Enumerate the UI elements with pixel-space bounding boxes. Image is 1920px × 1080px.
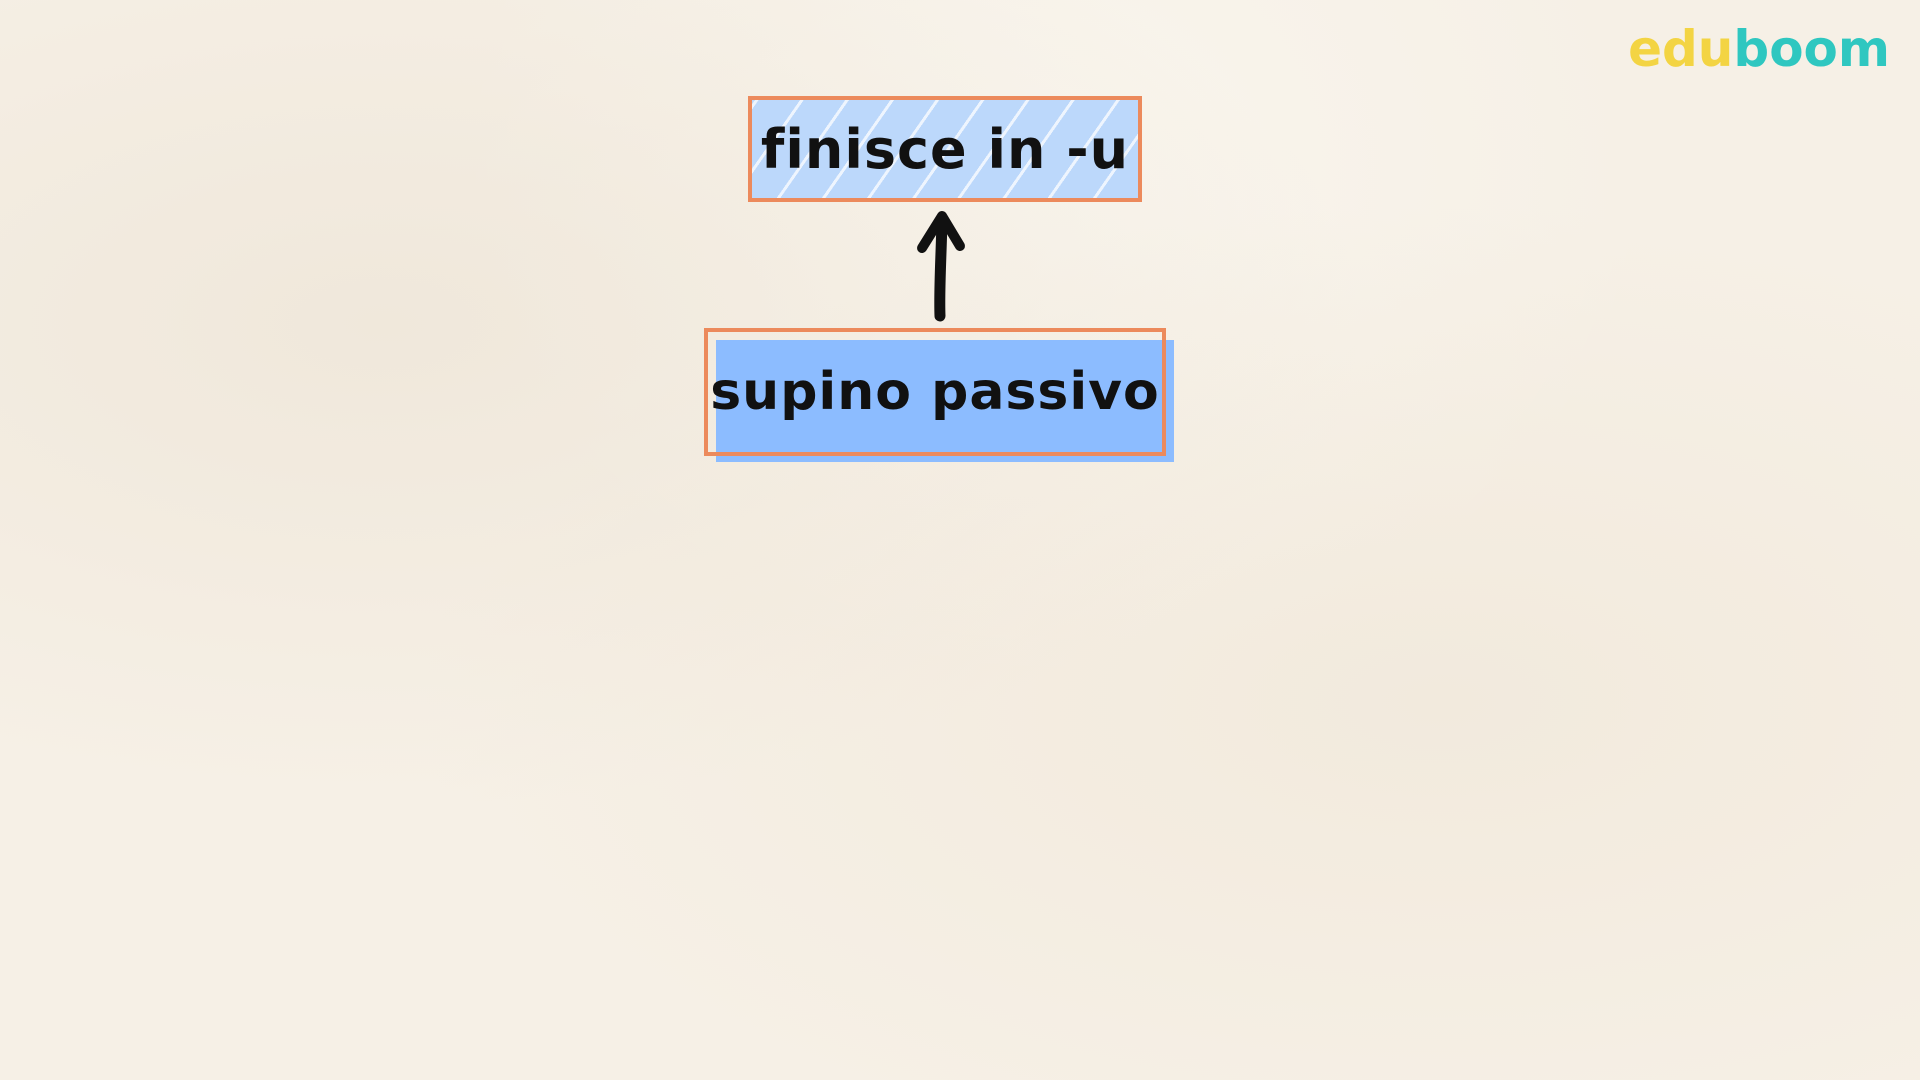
bottom-box-label: supino passivo (710, 362, 1160, 422)
top-box: finisce in -u (748, 96, 1142, 202)
logo-boom-text: boom (1733, 20, 1890, 78)
up-arrow-icon (917, 211, 965, 322)
logo-edu-text: edu (1628, 20, 1734, 78)
bottom-box-fill (716, 340, 1174, 462)
eduboom-logo: eduboom (1628, 24, 1890, 74)
top-box-label: finisce in -u (760, 117, 1130, 181)
bottom-box: supino passivo (704, 328, 1166, 456)
